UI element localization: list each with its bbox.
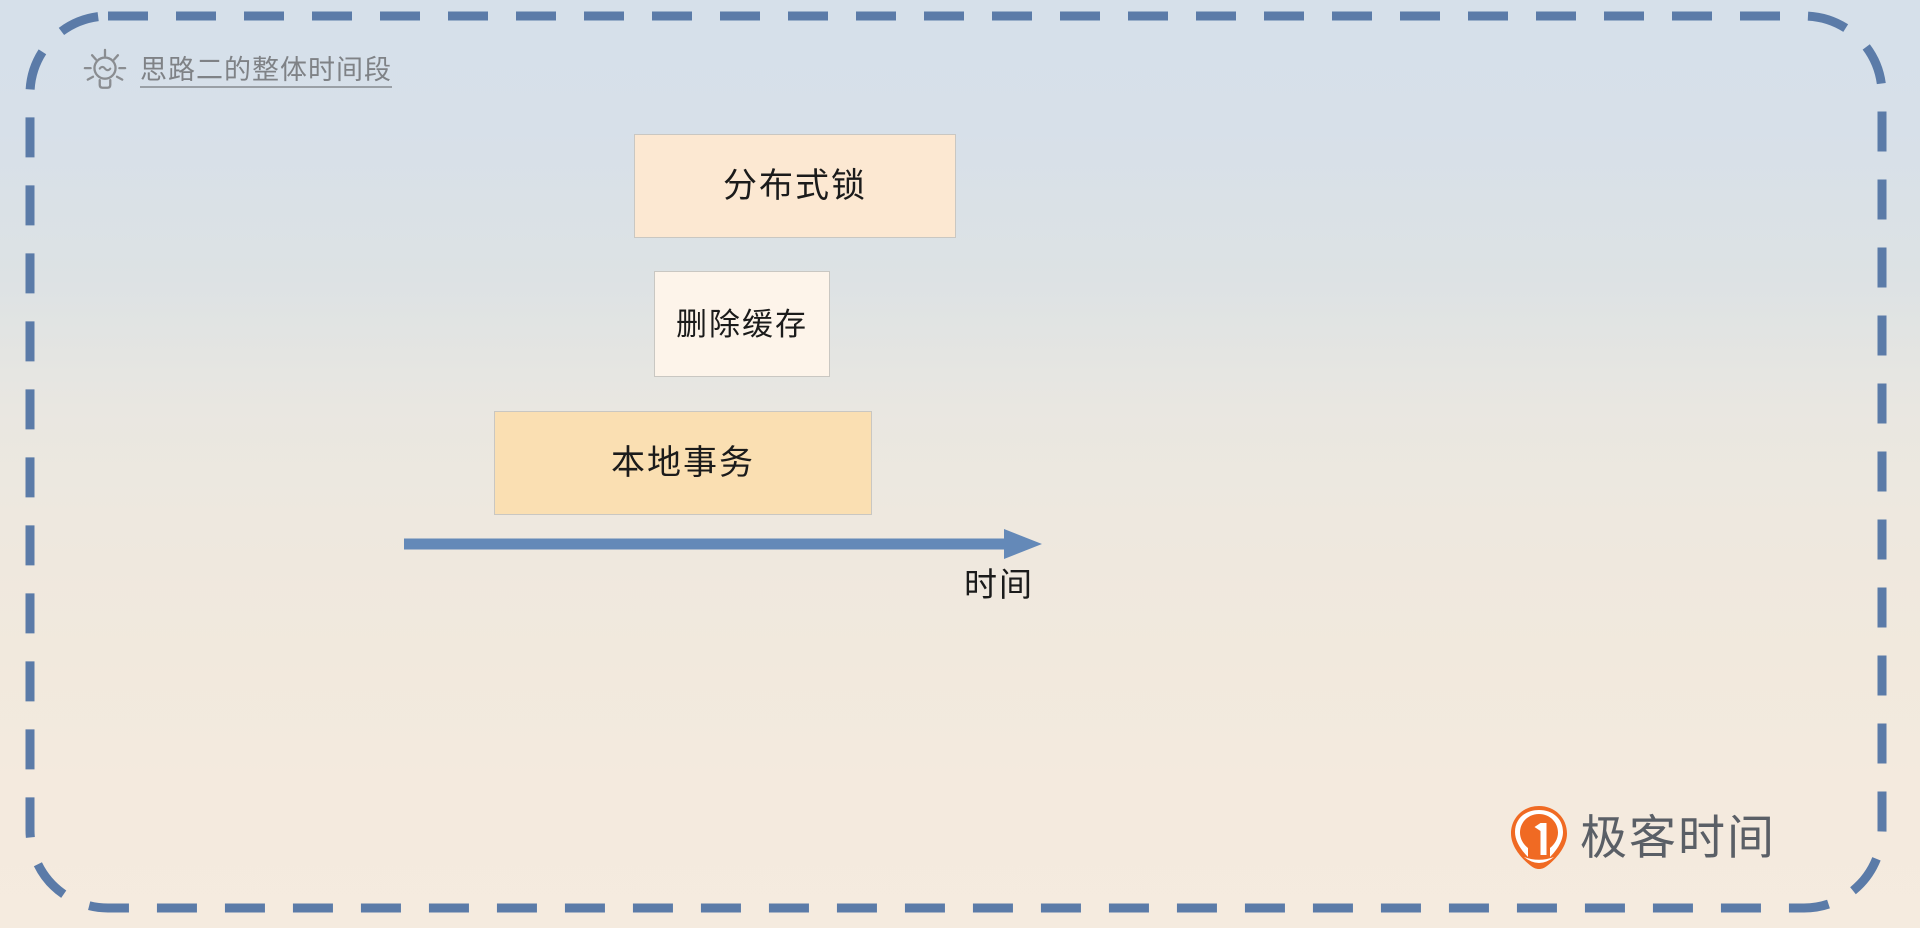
box-local-transaction-label: 本地事务 (611, 444, 755, 482)
box-distributed-lock: 分布式锁 (634, 134, 956, 238)
time-axis-label: 时间 (964, 566, 1034, 603)
brand-watermark: 极客时间 (1510, 805, 1776, 869)
dashed-border-frame (22, 8, 1890, 916)
brand-name: 极客时间 (1580, 810, 1776, 864)
box-delete-cache: 删除缓存 (654, 271, 830, 377)
dashed-border-svg (25, 11, 1887, 913)
dashed-rect (25, 11, 1887, 913)
time-axis-arrow (404, 523, 1052, 565)
geektime-logo-icon (1511, 806, 1567, 869)
logo-stem-shape (1540, 823, 1547, 855)
diagram-header: 思路二的整体时间段 (82, 48, 392, 94)
axis-arrowhead-icon (1004, 529, 1042, 559)
page-title: 思路二的整体时间段 (140, 54, 392, 85)
box-delete-cache-label: 删除缓存 (676, 306, 808, 342)
time-axis-svg (404, 529, 1042, 559)
logo-flag-shape (1534, 823, 1541, 831)
box-distributed-lock-label: 分布式锁 (723, 167, 867, 205)
logo-smile-shape (1524, 857, 1554, 863)
lightbulb-icon (83, 48, 127, 89)
box-local-transaction: 本地事务 (494, 411, 872, 515)
